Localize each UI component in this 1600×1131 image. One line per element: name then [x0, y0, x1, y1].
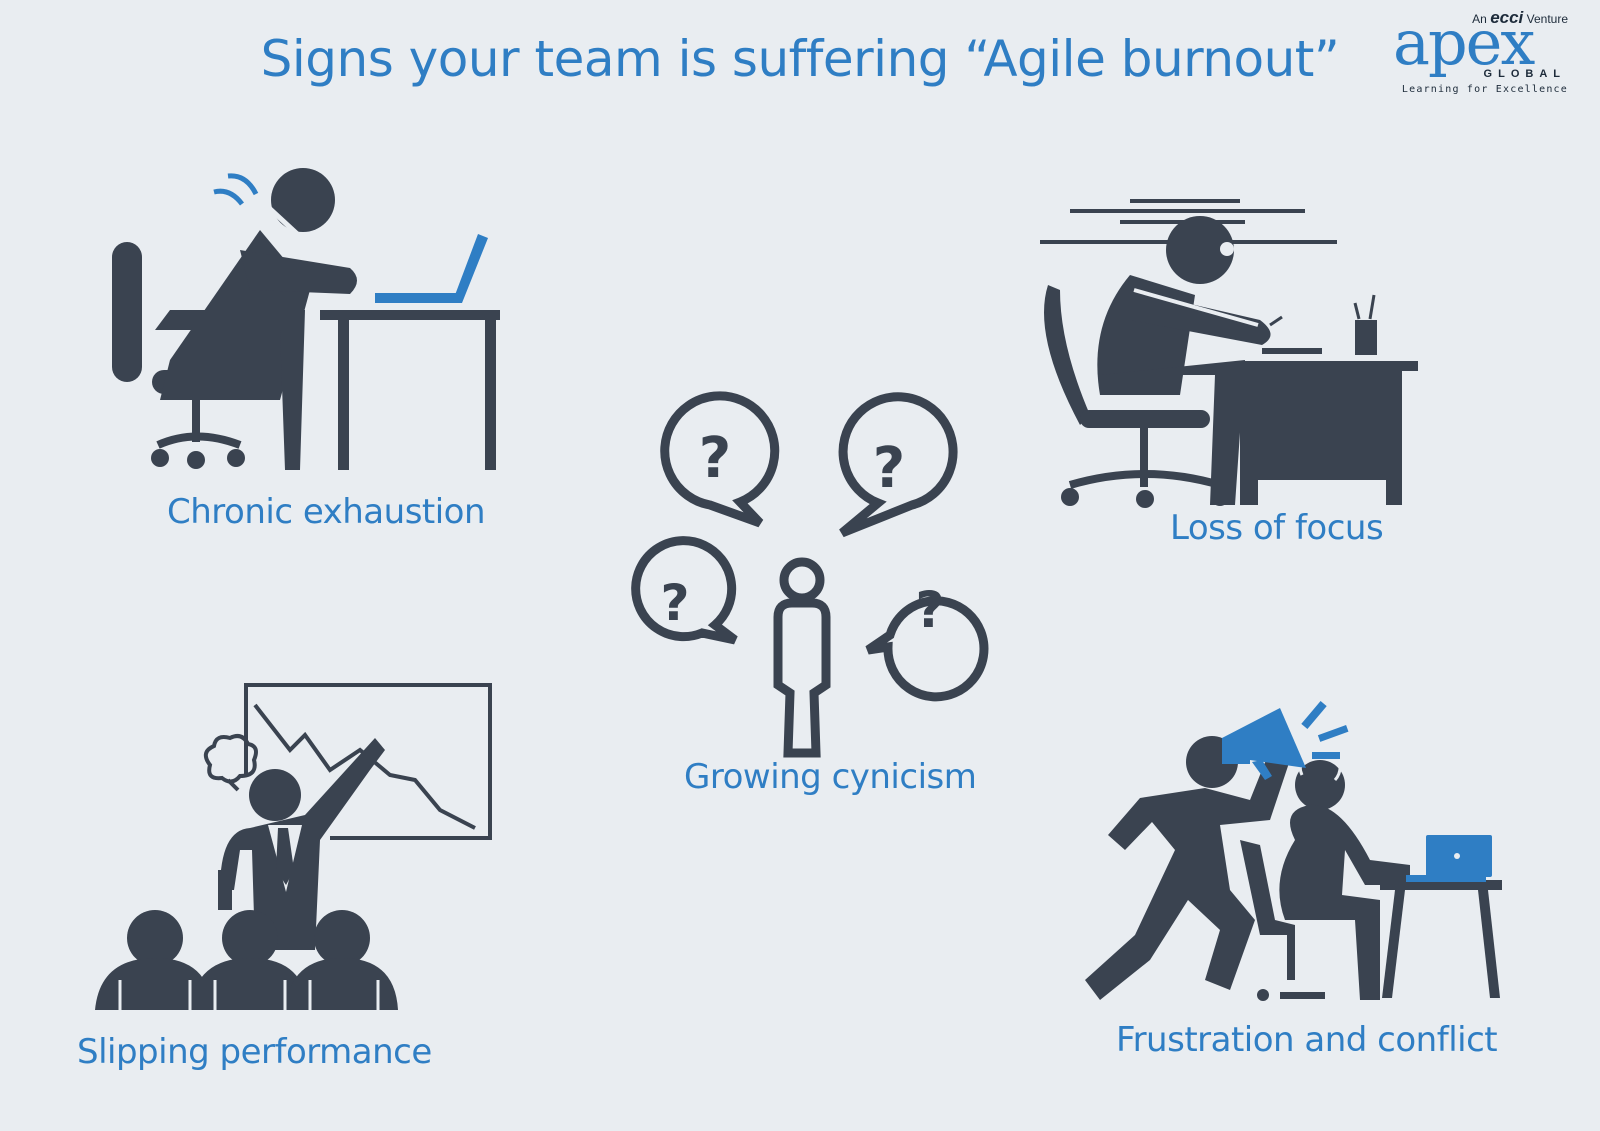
- logo-tagline: Learning for Excellence: [1401, 84, 1568, 95]
- declining-chart-presenter-icon: [95, 683, 492, 1010]
- apex-global-logo: An ecci Venture apex GLOBAL Learning for…: [1393, 4, 1568, 99]
- exhausted-worker-icon: [112, 168, 500, 470]
- logo-sub: GLOBAL: [1483, 68, 1566, 80]
- venture-note: An ecci Venture: [1472, 8, 1568, 27]
- page-title: Signs your team is suffering “Agile burn…: [260, 30, 1340, 88]
- logo-brand: apex: [1393, 6, 1535, 79]
- questioning-person-icon: ? ? ? ?: [631, 391, 989, 758]
- question-mark: ?: [873, 436, 905, 501]
- distracted-worker-icon: [1040, 199, 1418, 508]
- sign-label-frustration-and-conflict: Frustration and conflict: [1116, 1020, 1498, 1060]
- sign-label-growing-cynicism: Growing cynicism: [684, 757, 977, 797]
- question-mark: ?: [660, 574, 689, 632]
- sign-label-chronic-exhaustion: Chronic exhaustion: [167, 492, 486, 532]
- question-mark: ?: [915, 581, 944, 639]
- megaphone-shouting-icon: [1085, 700, 1502, 1001]
- sign-label-slipping-performance: Slipping performance: [77, 1032, 432, 1072]
- sign-label-loss-of-focus: Loss of focus: [1170, 508, 1384, 548]
- question-mark: ?: [699, 426, 731, 491]
